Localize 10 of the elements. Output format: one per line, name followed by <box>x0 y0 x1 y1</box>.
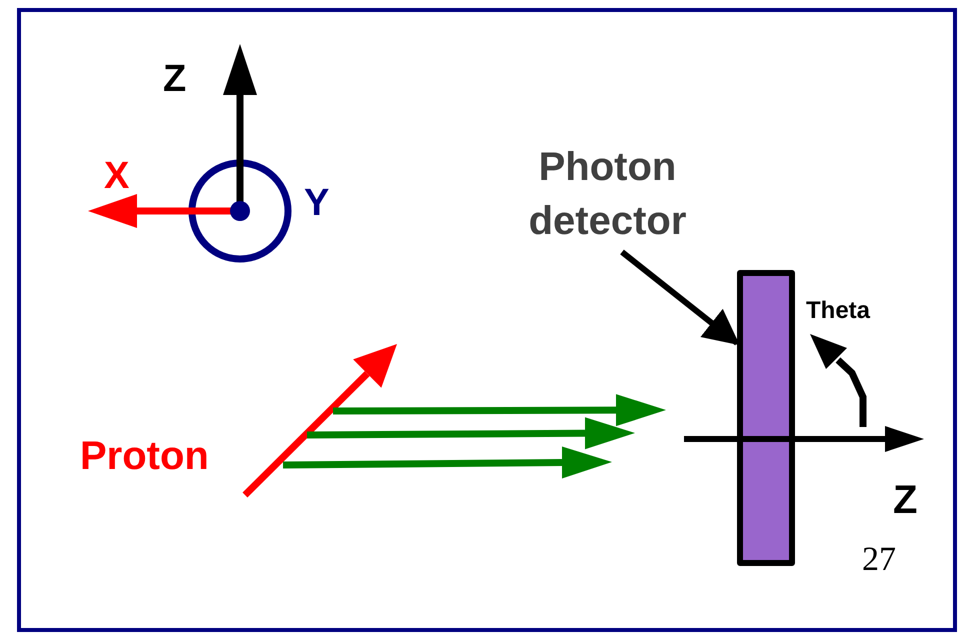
angle-label: Theta <box>806 299 870 323</box>
axis-label: X <box>104 157 130 195</box>
arrow <box>620 250 740 346</box>
axis-label: Y <box>304 184 330 222</box>
callout-label: Photon detector <box>505 140 710 248</box>
detector-bar <box>737 270 795 566</box>
page-number: 27 <box>862 543 896 577</box>
axis-label: Z <box>163 60 186 98</box>
axis-label: Z <box>893 480 918 520</box>
particle-label: Proton <box>80 436 209 476</box>
